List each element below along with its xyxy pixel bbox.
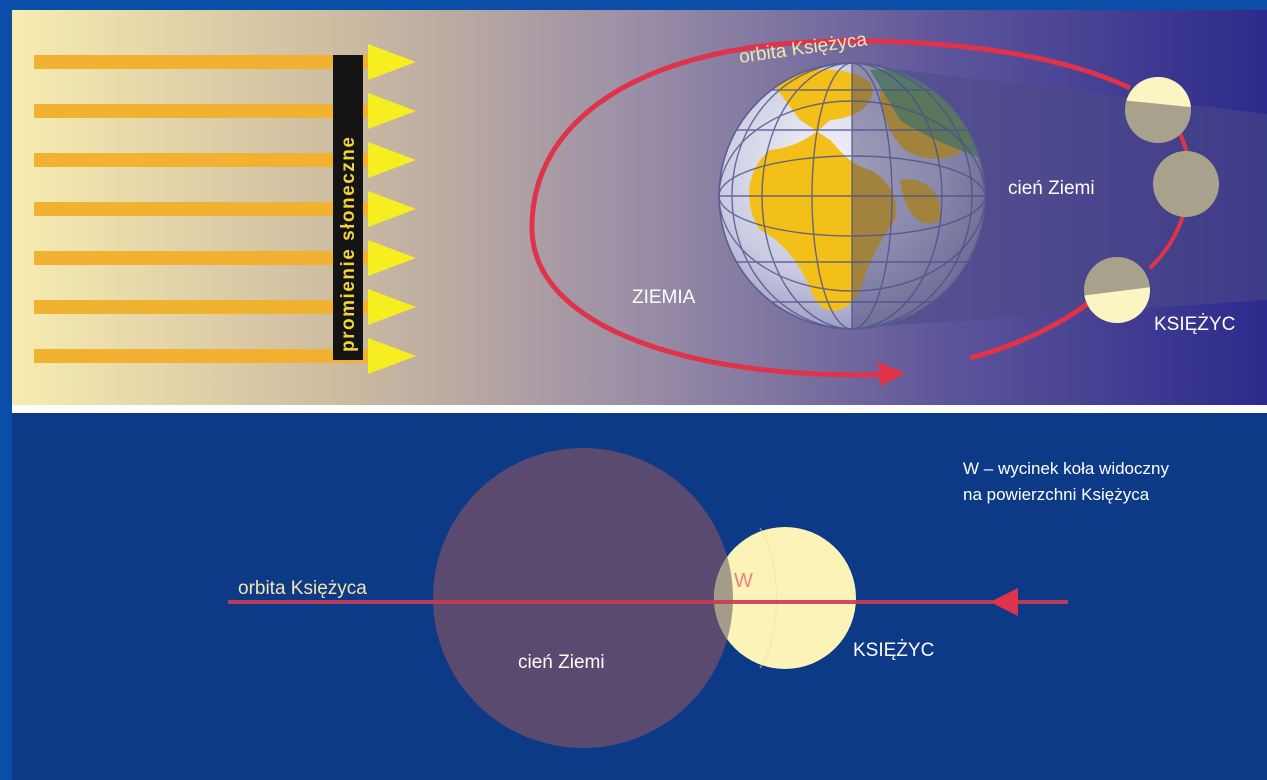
segment-boundary [759,527,777,669]
sun-ray-arrowhead [368,289,416,325]
earth-label: ZIEMIA [632,287,696,308]
orbit-arrow-head [878,362,906,386]
earth-globe [718,62,986,330]
sun-ray-shaft [34,300,374,314]
bottom-orbit-arrow [990,588,1018,616]
bottom-orbit-label: orbita Księżyca [238,578,367,599]
sun-ray-arrowhead [368,240,416,276]
bottom-earth-shadow-label: cień Ziemi [518,652,605,673]
top-earth-shadow-label: cień Ziemi [1008,178,1095,199]
sun-ray-shaft [34,104,374,118]
panel-divider [12,405,1267,413]
sun-ray-shaft [34,153,374,167]
bottom-moon-label: KSIĘŻYC [853,640,934,661]
legend-line-1: W – wycinek koła widoczny [963,459,1169,478]
sun-ray-shaft [34,55,374,69]
eclipsed-moon [714,527,856,669]
top-moon-label: KSIĘŻYC [1154,314,1235,335]
sun-rays-label: promienie słoneczne [338,136,359,352]
segment-letter: W [734,570,753,592]
legend-line-2: na powierzchni Księżyca [963,485,1150,504]
sun-rays-label-box: promienie słoneczne [333,55,363,360]
sun-ray-arrowhead [368,142,416,178]
sun-ray-arrowhead [368,93,416,129]
sun-ray-shaft [34,349,374,363]
moon-position-2 [1153,151,1219,217]
sun-rays [34,44,416,374]
sun-ray-shaft [34,202,374,216]
sun-ray-arrowhead [368,191,416,227]
sun-ray-arrowhead [368,44,416,80]
sun-ray-arrowhead [368,338,416,374]
earth-shadow-circle [433,448,733,748]
sun-ray-shaft [34,251,374,265]
moon-orbit-path [529,38,1132,378]
